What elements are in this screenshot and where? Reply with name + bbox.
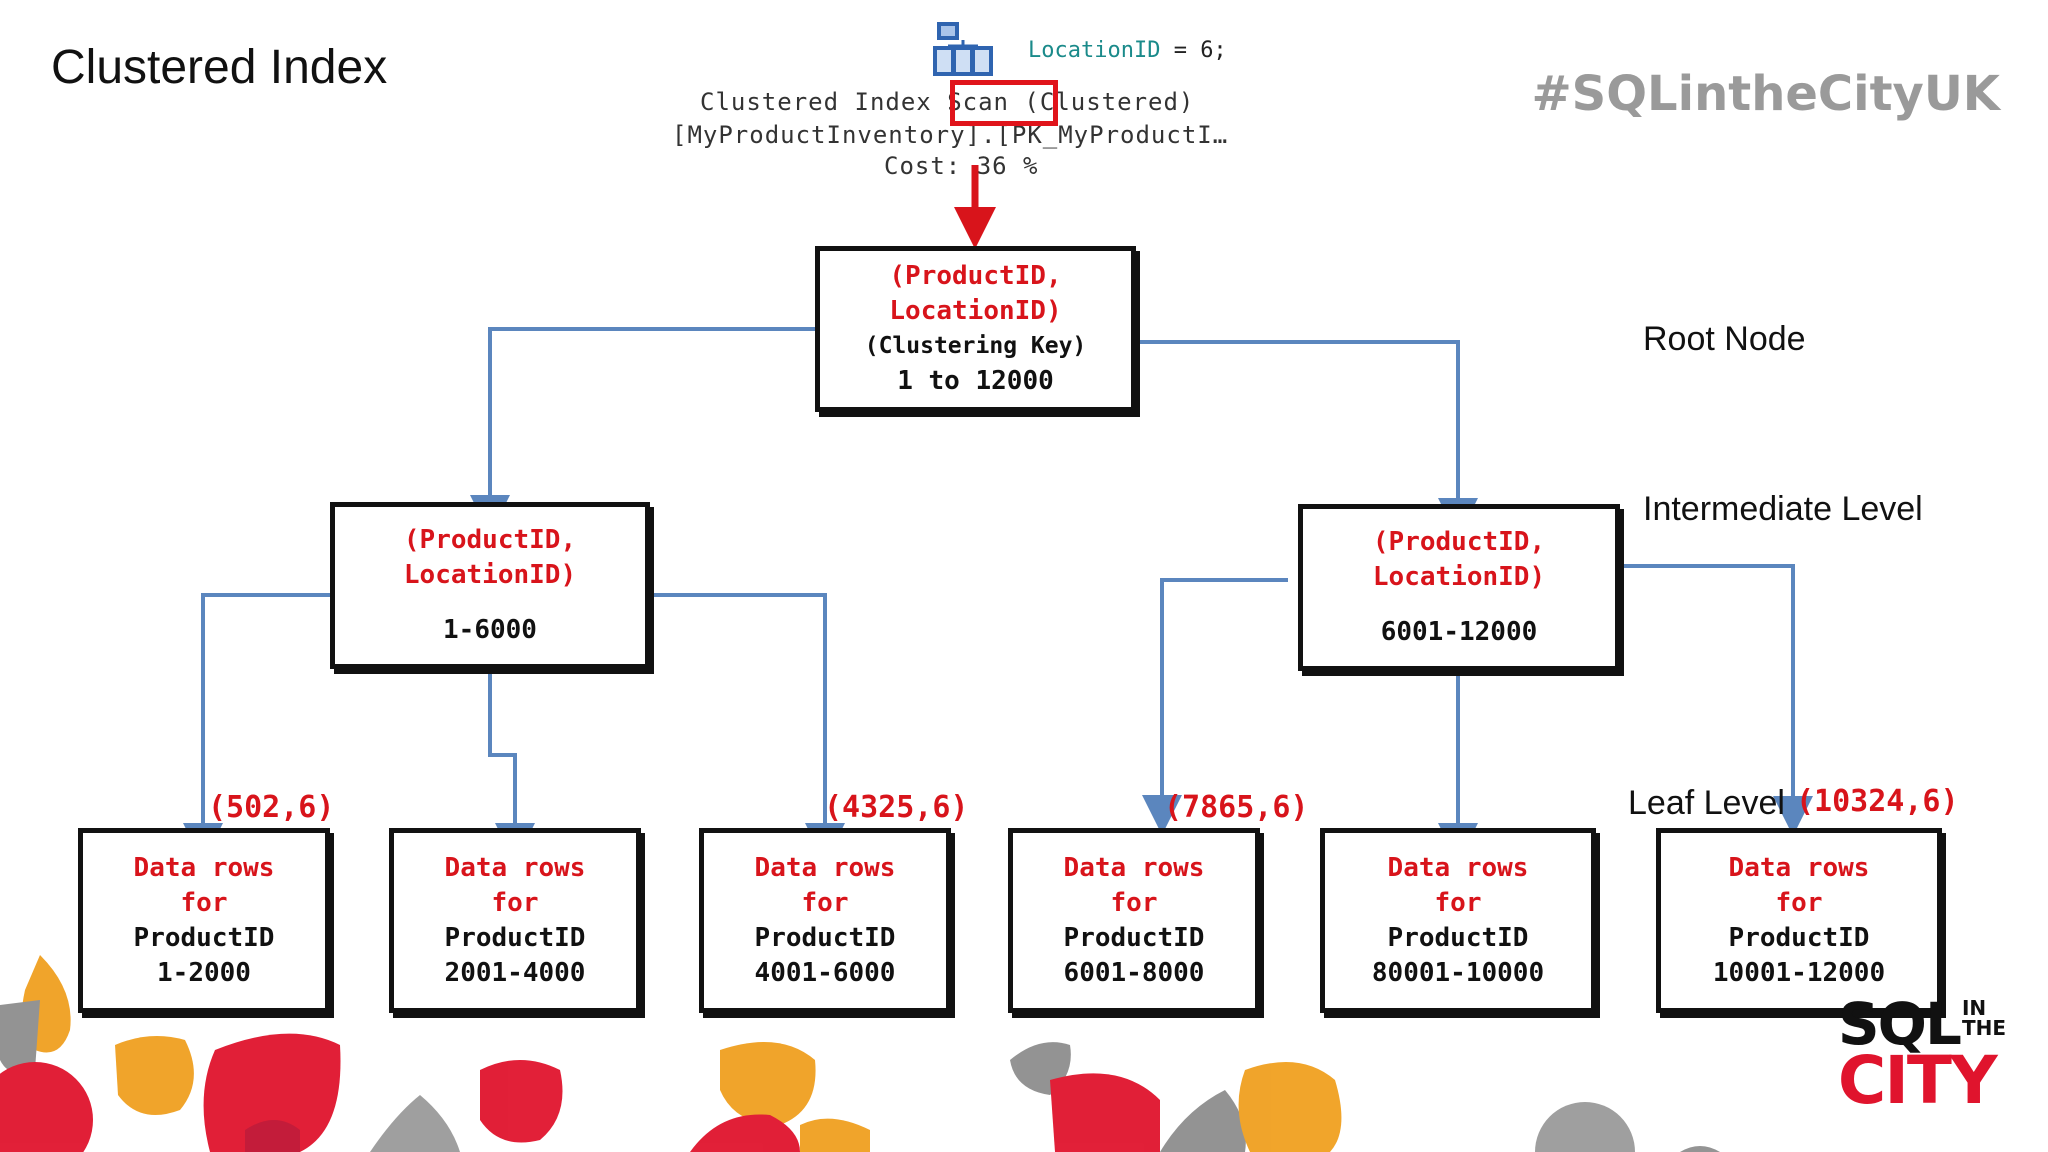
leaf-node-4: Data rows for ProductID 6001-8000 — [1008, 828, 1260, 1013]
leaf-key-4: (10324,6) — [1796, 784, 1959, 819]
leaf3-line1: Data rows — [754, 852, 896, 883]
int2-range: 6001-12000 — [1380, 617, 1538, 647]
label-root-node: Root Node — [1643, 320, 1806, 358]
leaf6-range: 10001-12000 — [1712, 957, 1886, 988]
leaf2-line3: ProductID — [444, 922, 586, 953]
leaf6-line1: Data rows — [1728, 852, 1870, 883]
label-leaf-level: Leaf Level — [1628, 784, 1785, 822]
logo-in: IN — [1961, 996, 1987, 1020]
root-note: (Clustering Key) — [864, 333, 1087, 359]
leaf4-line2: for — [1110, 887, 1158, 918]
leaf3-range: 4001-6000 — [754, 957, 896, 988]
int2-key-line2: LocationID) — [1372, 562, 1546, 592]
plan-line-1: Clustered Index Scan (Clustered) — [700, 88, 1195, 116]
logo-the: THE — [1961, 1016, 2006, 1040]
leaf5-line1: Data rows — [1387, 852, 1529, 883]
leaf-node-6: Data rows for ProductID 10001-12000 — [1656, 828, 1942, 1013]
leaf5-line3: ProductID — [1387, 922, 1529, 953]
int1-range: 1-6000 — [443, 615, 537, 645]
leaf4-line3: ProductID — [1063, 922, 1205, 953]
leaf6-line2: for — [1775, 887, 1823, 918]
root-key-line2: LocationID) — [889, 296, 1062, 326]
label-intermediate-level: Intermediate Level — [1643, 490, 1923, 528]
intermediate-node-1: (ProductID, LocationID) 1-6000 — [330, 502, 650, 669]
leaf3-line3: ProductID — [754, 922, 896, 953]
clustered-index-scan-icon — [933, 22, 993, 76]
leaf-key-3: (7865,6) — [1164, 790, 1309, 825]
leaf4-range: 6001-8000 — [1063, 957, 1205, 988]
leaf5-line2: for — [1434, 887, 1482, 918]
root-node: (ProductID, LocationID) (Clustering Key)… — [815, 246, 1136, 412]
int2-key-line1: (ProductID, — [1372, 527, 1546, 557]
connector-int1-leaf3 — [650, 593, 845, 863]
connector-root-right — [1136, 340, 1478, 538]
leaf1-line2: for — [180, 887, 228, 918]
plan-predicate: LocationID = 6; — [1028, 38, 1227, 63]
leaf-node-3: Data rows for ProductID 4001-6000 — [699, 828, 951, 1013]
leaf2-line1: Data rows — [444, 852, 586, 883]
intermediate-node-2: (ProductID, LocationID) 6001-12000 — [1298, 504, 1620, 671]
leaf-key-1: (502,6) — [208, 790, 335, 825]
leaf3-line2: for — [801, 887, 849, 918]
leaf1-line1: Data rows — [133, 852, 275, 883]
leaf2-line2: for — [491, 887, 539, 918]
plan-line-3: Cost: 36 % — [884, 152, 1039, 180]
predicate-column: LocationID — [1028, 38, 1161, 63]
logo-city: CITY — [1837, 1042, 1998, 1119]
leaf4-line1: Data rows — [1063, 852, 1205, 883]
leaf-key-2: (4325,6) — [824, 790, 969, 825]
predicate-value: = 6; — [1160, 38, 1227, 63]
int1-key-line2: LocationID) — [403, 560, 577, 590]
leaf5-range: 80001-10000 — [1371, 957, 1545, 988]
connector-int1-leaf2 — [488, 670, 535, 863]
connector-int2-leaf4 — [1142, 578, 1288, 835]
scan-highlight-box — [950, 80, 1058, 126]
hashtag: #SQLintheCityUK — [1531, 66, 2000, 122]
int1-key-line1: (ProductID, — [403, 525, 577, 555]
leaf1-range: 1-2000 — [157, 957, 251, 988]
leaf1-line3: ProductID — [133, 922, 275, 953]
connector-root-left — [470, 327, 815, 535]
leaf6-line3: ProductID — [1728, 922, 1870, 953]
leaf-node-1: Data rows for ProductID 1-2000 — [78, 828, 330, 1013]
logo-sql: SQL — [1837, 990, 1962, 1058]
leaf2-range: 2001-4000 — [444, 957, 586, 988]
root-range: 1 to 12000 — [897, 366, 1054, 396]
plan-line-2: [MyProductInventory].[PK_MyProductI… — [672, 121, 1229, 149]
leaf-node-5: Data rows for ProductID 80001-10000 — [1320, 828, 1596, 1013]
connector-int2-leaf6 — [1620, 564, 1813, 836]
connector-int1-leaf1 — [183, 593, 330, 863]
root-key-line1: (ProductID, — [889, 261, 1062, 291]
page-title: Clustered Index — [51, 41, 388, 94]
leaf-node-2: Data rows for ProductID 2001-4000 — [389, 828, 641, 1013]
